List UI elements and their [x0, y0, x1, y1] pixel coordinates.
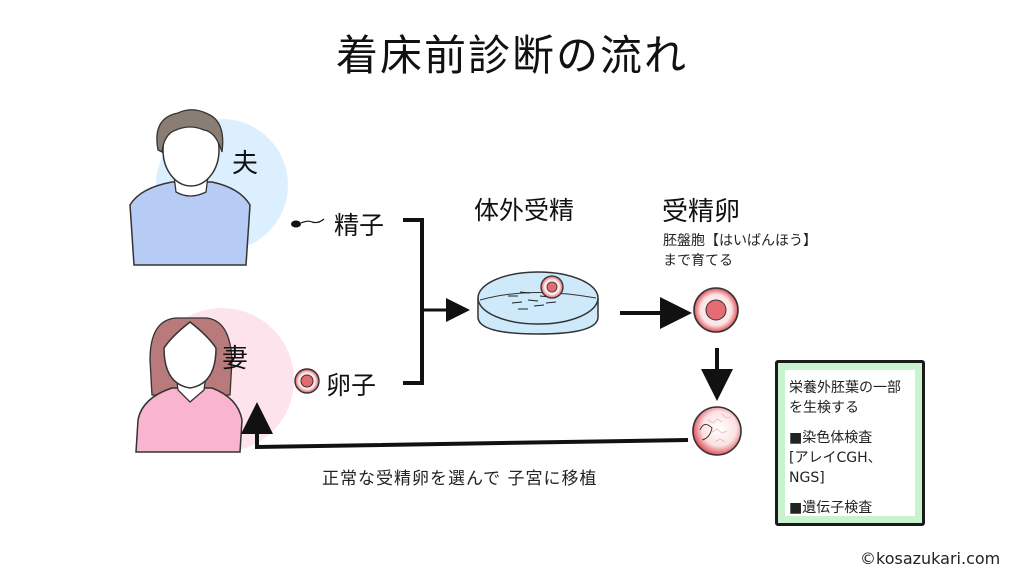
biopsy-info-box: 栄養外胚葉の一部 を生検する ■染色体検査 [アレイCGH、NGS] ■遺伝子検… [775, 360, 925, 526]
petri-dish-icon [477, 271, 599, 335]
copyright: ©kosazukari.com [860, 549, 1001, 568]
husband-shirt [129, 181, 251, 266]
blastocyst-icon [692, 406, 742, 456]
embryo-note: 胚盤胞【はいばんほう】 まで育てる [663, 231, 817, 271]
transfer-caption: 正常な受精卵を選んで 子宮に移植 [322, 469, 598, 489]
husband-figure [129, 109, 288, 266]
sperm-label: 精子 [334, 211, 385, 240]
infobox-test1: ■染色体検査 [789, 430, 873, 446]
sperm-icon [291, 218, 325, 228]
page-title: 着床前診断の流れ [335, 31, 688, 80]
husband-hair [156, 109, 224, 153]
wife-label: 妻 [222, 344, 249, 374]
embryo-label: 受精卵 [662, 197, 741, 227]
wife-face [163, 321, 217, 389]
egg-label: 卵子 [326, 371, 377, 400]
infobox-test1-detail: [アレイCGH、NGS] [789, 450, 882, 486]
infobox-line1: 栄養外胚葉の一部 [789, 380, 901, 396]
embryo-icon [693, 287, 739, 333]
merge-bracket [403, 218, 470, 385]
egg-icon [294, 368, 320, 394]
ivf-label: 体外受精 [474, 196, 575, 225]
embryo-note-line1: 胚盤胞【はいばんほう】 [663, 233, 817, 249]
husband-label: 夫 [232, 149, 259, 179]
wife-figure [135, 308, 294, 453]
infobox-line2: を生検する [789, 400, 859, 416]
infobox-test2: ■遺伝子検査 [789, 500, 873, 516]
transfer-arrow [241, 402, 689, 450]
embryo-note-line2: まで育てる [663, 253, 733, 269]
